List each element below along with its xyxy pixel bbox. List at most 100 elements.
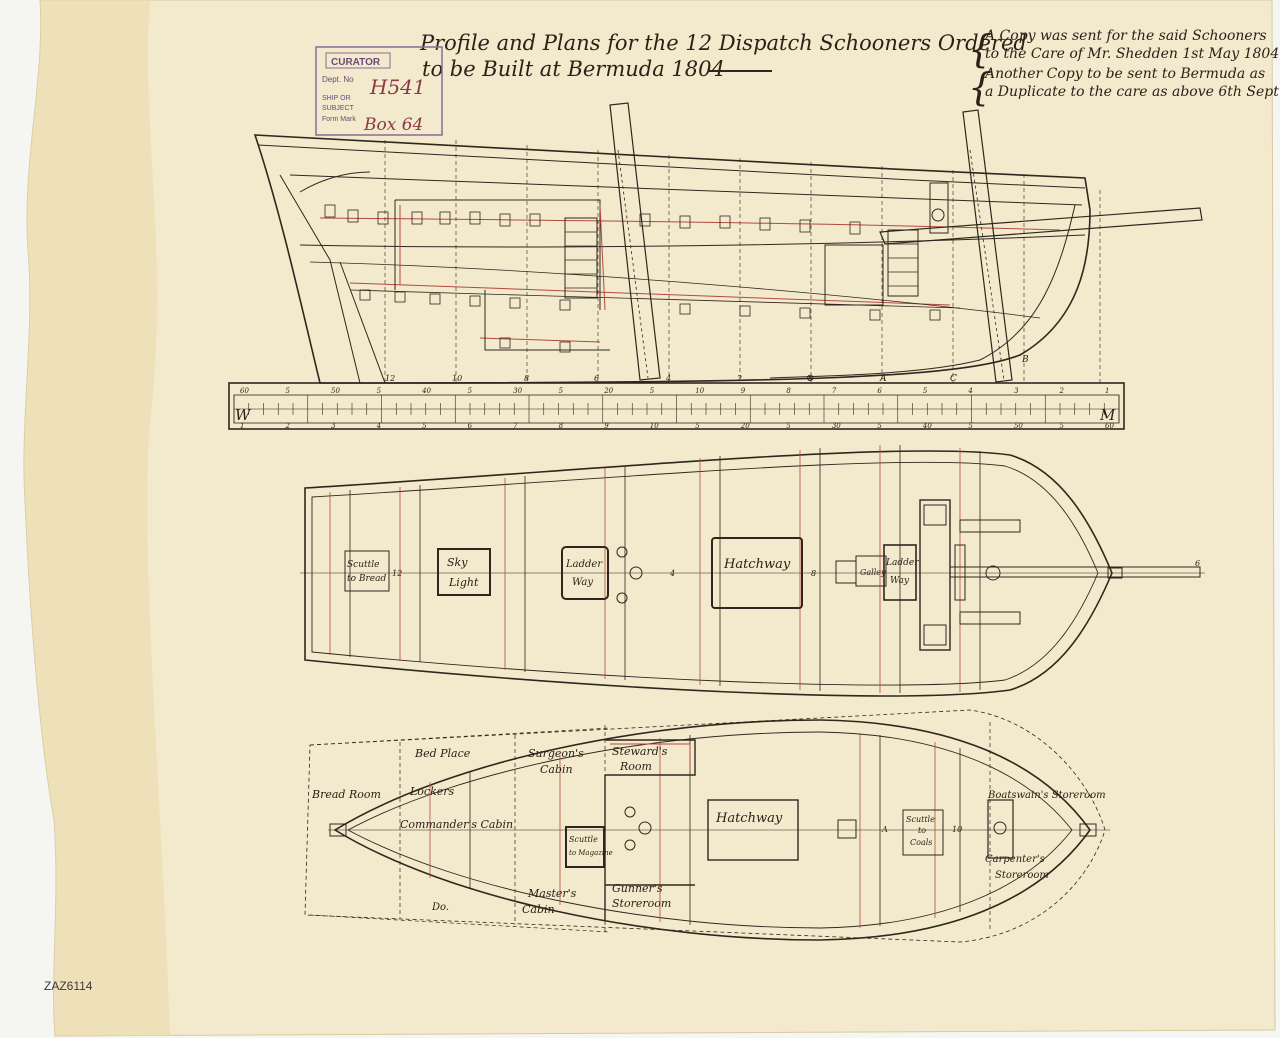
- scale-bottom-number: 20: [740, 422, 750, 430]
- profile-mark-6: 6: [594, 374, 599, 383]
- stamp-row3-label: SUBJECT: [322, 105, 355, 112]
- lower-lockers: Lockers: [409, 785, 455, 798]
- scale-bottom-number: 5: [422, 422, 427, 430]
- lower-bread-room: Bread Room: [311, 788, 381, 801]
- stamp-row1-label: Dept. No: [322, 75, 354, 84]
- note-line1: A Copy was sent for the said Schooners: [983, 28, 1267, 44]
- scale-top-number: 5: [468, 387, 473, 395]
- note-line4: a Duplicate to the care as above 6th Sep…: [985, 84, 1280, 100]
- lower-deck-plan: Hatchway Scuttle to Magazine Scuttle to …: [304, 709, 1110, 943]
- stamp-header: CURATOR: [331, 57, 381, 68]
- stamp-row2-label: SHIP OR: [322, 95, 351, 102]
- scale-left-letter: W: [235, 406, 252, 424]
- upper-ladderway-fwd-1: Ladder: [885, 558, 919, 568]
- scale-bottom-number: 60: [1105, 422, 1114, 430]
- scale-top-number: 50: [331, 387, 340, 395]
- scale-bottom-number: 50: [1014, 422, 1023, 430]
- profile-mark-12: 12: [385, 374, 395, 383]
- lower-hatchway-label: Hatchway: [715, 811, 783, 826]
- upper-skylight-label-1: Sky: [447, 556, 468, 569]
- lower-stewards-room-1: Steward's: [612, 745, 668, 758]
- stamp-row1-value: H541: [369, 75, 426, 99]
- note-brace-1: {: [968, 27, 992, 71]
- scale-bottom-number: 3: [331, 422, 336, 430]
- upper-ladderway-aft-1: Ladder: [565, 559, 603, 570]
- lower-gunners-storeroom-1: Gunner's: [612, 882, 663, 895]
- upper-hatchway-label: Hatchway: [723, 557, 791, 572]
- scale-bottom-number: 5: [1059, 422, 1064, 430]
- scale-bottom-number: 1: [240, 422, 244, 430]
- upper-bowsprit-mark: 6: [1195, 559, 1200, 568]
- lower-carpenters-storeroom-2: Storeroom: [995, 870, 1049, 881]
- upper-mark-12: 12: [392, 569, 402, 578]
- profile-mark-c: C: [950, 374, 957, 384]
- profile-mark-2: 2: [736, 374, 742, 383]
- paper-stain: [23, 0, 170, 1036]
- lower-masters-cabin-1: Master's: [527, 887, 577, 900]
- lower-scuttle-coals-3: Coals: [910, 838, 932, 847]
- profile-mark-b: B: [1021, 355, 1029, 365]
- profile-mark-10: 10: [452, 374, 462, 383]
- lower-scuttle-coals-1: Scuttle: [906, 815, 935, 824]
- scale-top-number: 20: [603, 387, 613, 395]
- scale-top-number: 4: [967, 387, 972, 395]
- profile-mark-4: 4: [665, 374, 671, 383]
- lower-ditto: Do.: [431, 902, 449, 913]
- stamp-row4-label: Form Mark: [322, 116, 356, 123]
- scale-top-number: 60: [240, 387, 249, 395]
- upper-ladderway-aft-2: Way: [572, 577, 593, 588]
- scale-top-number: 5: [559, 387, 564, 395]
- scale-bottom-number: 4: [376, 422, 381, 430]
- scale-top-number: 6: [877, 387, 882, 395]
- scale-bottom-number: 9: [604, 422, 609, 430]
- upper-ladderway-fwd-2: Way: [890, 576, 910, 586]
- upper-galley-label: Galley: [860, 568, 886, 577]
- lower-stewards-room-2: Room: [619, 760, 652, 773]
- scale-top-number: 9: [741, 387, 746, 395]
- lower-gunners-storeroom-2: Storeroom: [612, 897, 671, 910]
- note-brace-2: {: [968, 65, 992, 109]
- scale-bottom-number: 7: [513, 422, 518, 430]
- plan-title-line1: Profile and Plans for the 12 Dispatch Sc…: [419, 31, 1027, 55]
- scale-bottom-number: 2: [285, 422, 291, 430]
- lower-commanders-cabin: Commander's Cabin: [400, 818, 513, 831]
- lower-boatswains-storeroom: Boatswain's Storeroom: [987, 790, 1106, 801]
- scale-bottom-number: 8: [559, 422, 564, 430]
- scale-bottom-number: 5: [968, 422, 973, 430]
- scale-bottom-number: 10: [650, 422, 659, 430]
- lower-scuttle-coals-2: to: [918, 826, 926, 835]
- catalogue-reference: ZAZ6114: [44, 979, 93, 993]
- lower-carpenters-storeroom-1: Carpenter's: [985, 854, 1045, 865]
- note-line2: to the Care of Mr. Shedden 1st May 1804: [985, 46, 1279, 62]
- lower-bed-place: Bed Place: [414, 747, 471, 760]
- scale-bottom-number: 30: [832, 422, 841, 430]
- scale-top-number: 5: [286, 387, 291, 395]
- scale-bottom-number: 40: [922, 422, 932, 430]
- scale-top-number: 30: [513, 387, 522, 395]
- scale-top-number: 10: [695, 387, 704, 395]
- lower-masters-cabin-2: Cabin: [522, 903, 555, 916]
- scale-top-number: 40: [421, 387, 431, 395]
- upper-mark-4: 4: [669, 569, 675, 578]
- scale-top-number: 3: [1014, 387, 1019, 395]
- upper-scuttle-label-2: to Bread: [347, 574, 387, 584]
- lower-mark-a: A: [881, 825, 888, 834]
- scale-top-number: 5: [923, 387, 928, 395]
- scale-top-number: 2: [1058, 387, 1064, 395]
- lower-scuttle-magazine-2: to Magazine: [569, 849, 613, 857]
- upper-scuttle-label-1: Scuttle: [347, 560, 379, 570]
- upper-mark-8: 8: [811, 569, 816, 578]
- profile-mark-a: A: [879, 374, 887, 384]
- profile-mark-midship: ⊗: [806, 373, 814, 384]
- scale-bottom-number: 5: [695, 422, 700, 430]
- scale-top-number: 8: [786, 387, 791, 395]
- upper-deck-plan: Scuttle to Bread Sky Light Ladder Way Ha…: [300, 445, 1205, 697]
- curator-stamp: CURATOR Dept. No H541 SHIP OR SUBJECT Fo…: [315, 46, 443, 136]
- scale-right-letter: M: [1099, 406, 1116, 424]
- stamp-row4-value: Box 64: [363, 115, 423, 135]
- scale-bottom-number: 5: [877, 422, 882, 430]
- scale-top-number: 5: [377, 387, 382, 395]
- scale-top-number: 1: [1105, 387, 1109, 395]
- note-line3: Another Copy to be sent to Bermuda as: [983, 66, 1265, 82]
